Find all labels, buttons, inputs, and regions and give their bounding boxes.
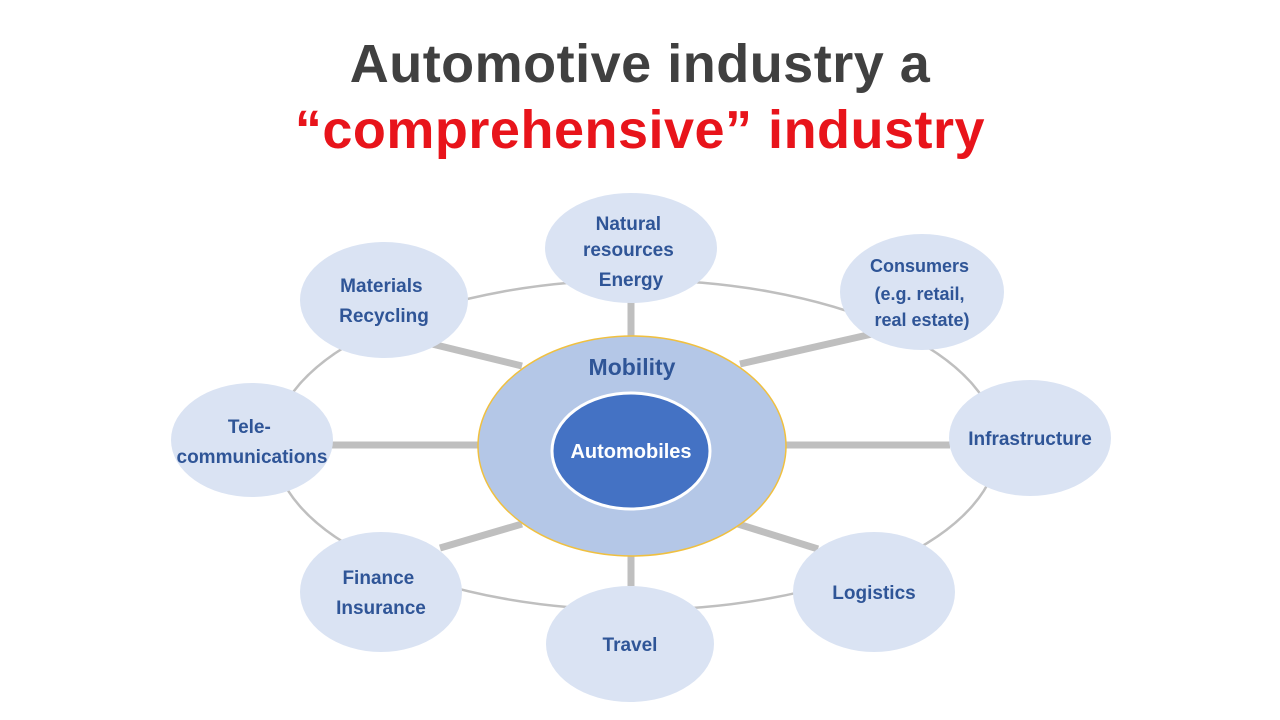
node-ellipse: [545, 193, 717, 303]
node-label-line: Finance: [342, 568, 414, 589]
title-line-2: “comprehensive” industry: [294, 100, 986, 160]
node-label-line: Insurance: [336, 598, 426, 619]
node-label: Infrastructure: [968, 429, 1092, 450]
node-materials-recycling: Materials Recycling: [300, 242, 468, 358]
node-label-line: resources: [583, 240, 674, 261]
node-label: Logistics: [832, 583, 915, 604]
node-label-line: real estate): [874, 310, 969, 330]
node-label-line: (e.g. retail,: [874, 284, 964, 304]
node-label-line: Travel: [603, 635, 658, 656]
node-label-line: Materials: [340, 276, 422, 297]
node-label-line: Energy: [599, 270, 664, 291]
node-ellipse: [840, 234, 1004, 350]
connector-consumers: [739, 330, 873, 368]
node-label: Consumers (e.g. retail, real estate): [870, 256, 974, 330]
node-ellipse: [793, 532, 955, 652]
node-ellipse: [171, 383, 333, 497]
node-ellipse: [546, 586, 714, 702]
automobiles-label: Automobiles: [570, 441, 691, 463]
node-label-line: Natural: [596, 214, 661, 235]
node-label: Finance Insurance: [336, 568, 426, 619]
node-label-line: Consumers: [870, 256, 969, 276]
connector-logistics: [736, 520, 820, 553]
node-logistics: Logistics: [793, 532, 955, 652]
node-travel: Travel: [546, 586, 714, 702]
node-label-line: Recycling: [339, 306, 429, 327]
title-line-1: Automotive industry a: [349, 34, 931, 94]
node-infrastructure: Infrastructure: [949, 380, 1111, 496]
node-label: Travel: [603, 635, 658, 656]
node-label-line: Tele-: [228, 417, 271, 438]
node-label: Materials Recycling: [339, 276, 429, 327]
node-natural-resources: Natural resources Energy: [545, 193, 717, 303]
node-label-line: communications: [177, 447, 328, 468]
node-finance-insurance: Finance Insurance: [300, 532, 462, 652]
node-ellipse: [300, 242, 468, 358]
node-telecommunications: Tele- communications: [171, 383, 333, 497]
node-ellipse: [949, 380, 1111, 496]
node-label-line: Logistics: [832, 583, 915, 604]
connector-materials-recycling: [431, 340, 523, 370]
node-ellipse: [300, 532, 462, 652]
automobiles-ellipse: [550, 391, 712, 511]
connector-finance-insurance: [439, 520, 523, 552]
node-consumers: Consumers (e.g. retail, real estate): [840, 234, 1004, 350]
mobility-label: Mobility: [589, 354, 676, 380]
node-label: Tele- communications: [177, 417, 328, 468]
node-label-line: Infrastructure: [968, 429, 1092, 450]
connectors: [330, 300, 950, 586]
node-label: Natural resources Energy: [583, 214, 679, 291]
